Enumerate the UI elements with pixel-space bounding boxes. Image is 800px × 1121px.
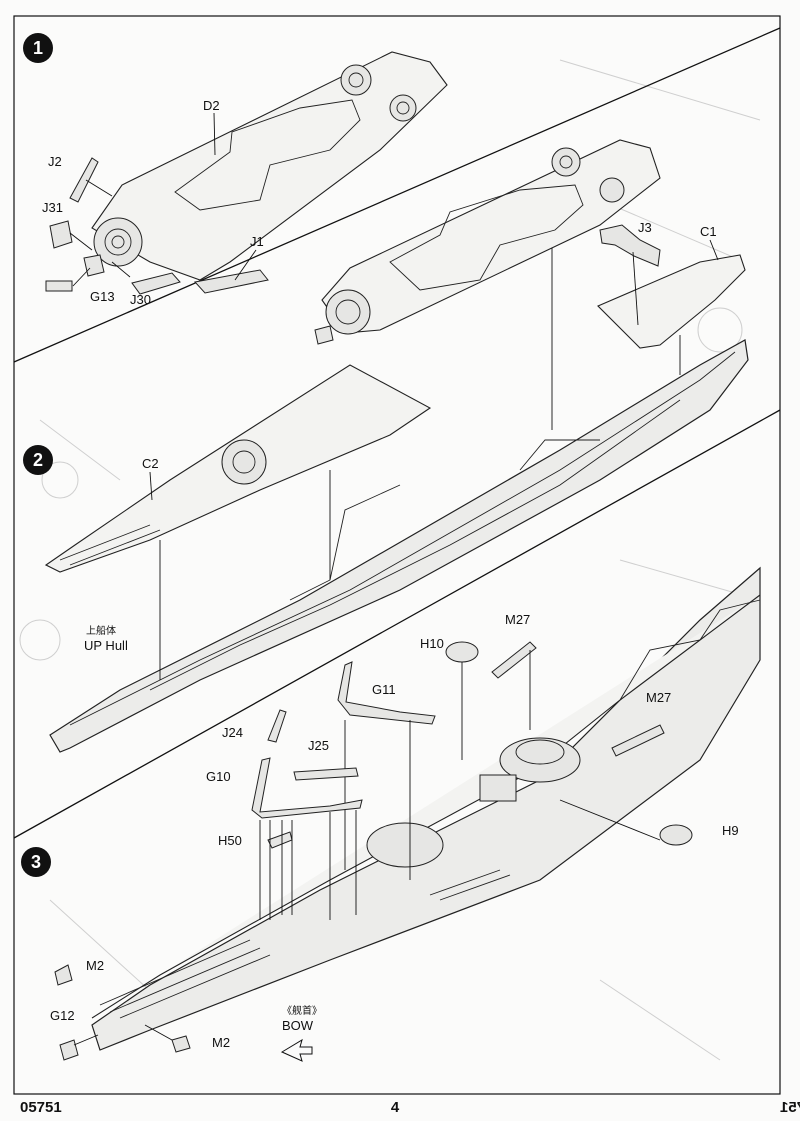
label-m27-top: M27 (505, 612, 530, 627)
step-1: 1 D2 J2 J31 J1 G13 (23, 33, 746, 430)
part-j25 (293, 767, 359, 781)
part-m27-top (491, 641, 537, 679)
part-g11 (337, 661, 436, 725)
label-h50: H50 (218, 833, 242, 848)
part-g13 (45, 280, 73, 292)
label-g10: G10 (206, 769, 231, 784)
step-number-1: 1 (33, 38, 43, 58)
part-h10 (445, 641, 479, 663)
label-c2: C2 (142, 456, 159, 471)
label-h10: H10 (420, 636, 444, 651)
label-j31: J31 (42, 200, 63, 215)
step-number-2: 2 (33, 450, 43, 470)
label-upper-hull-cn: 上船体 (86, 624, 116, 637)
divider-step1 (13, 27, 781, 363)
label-g11: G11 (372, 682, 396, 697)
part-upper-hull (49, 339, 749, 753)
part-g12 (59, 1039, 79, 1061)
part-g10 (251, 757, 363, 819)
step-badge-2 (23, 445, 53, 475)
label-bow-cn: 《舰首》 (282, 1004, 322, 1017)
label-j1: J1 (250, 234, 264, 249)
part-m2-bottom (171, 1035, 191, 1053)
part-c1-bow-deck (597, 254, 746, 349)
part-j2 (69, 157, 99, 203)
label-c1: C1 (700, 224, 717, 239)
footer-page-number: 4 (391, 1099, 400, 1116)
part-j31 (49, 220, 73, 249)
label-h9: H9 (722, 823, 739, 838)
label-j3: J3 (638, 220, 652, 235)
label-g13: G13 (90, 289, 115, 304)
label-d2: D2 (203, 98, 220, 113)
part-j24 (267, 709, 287, 743)
part-completed-hull-bow (91, 566, 761, 1051)
step-badge-1 (23, 33, 53, 63)
part-h9 (659, 824, 693, 846)
label-upper-hull-en: UP Hull (84, 638, 128, 653)
part-j1 (194, 269, 269, 294)
label-j30: J30 (130, 292, 151, 307)
step-3: 3 M27 H10 G11 J24 J25 M27 G10 (21, 566, 761, 1062)
part-h50 (267, 831, 293, 849)
step-number-3: 3 (31, 852, 41, 872)
label-j25: J25 (308, 738, 329, 753)
show-through-ghost (19, 59, 761, 1061)
label-bow-en: BOW (282, 1018, 314, 1033)
label-j24: J24 (222, 725, 243, 740)
label-g12: G12 (50, 1008, 75, 1023)
label-m27-right: M27 (646, 690, 671, 705)
page-frame (13, 15, 781, 1095)
label-m2-left: M2 (86, 958, 104, 973)
part-mid-deck-assembled (314, 139, 661, 345)
part-c2-aft-deck (44, 364, 432, 573)
part-d2-aft-deck (83, 51, 448, 281)
part-m27-right (611, 724, 665, 757)
divider-step2 (13, 409, 781, 839)
footer-model-number: 05751 (20, 1099, 62, 1116)
step-2: 2 C2 上船体 UP Hull (23, 339, 749, 753)
part-m2-left (54, 964, 73, 986)
step-badge-3 (21, 847, 51, 877)
footer-mirror-number: 05751 (780, 1099, 800, 1116)
label-j2: J2 (48, 154, 62, 169)
label-m2-bottom: M2 (212, 1035, 230, 1050)
part-j3 (599, 224, 661, 267)
bow-direction-arrow-icon (280, 1038, 313, 1062)
part-j30 (131, 272, 181, 295)
